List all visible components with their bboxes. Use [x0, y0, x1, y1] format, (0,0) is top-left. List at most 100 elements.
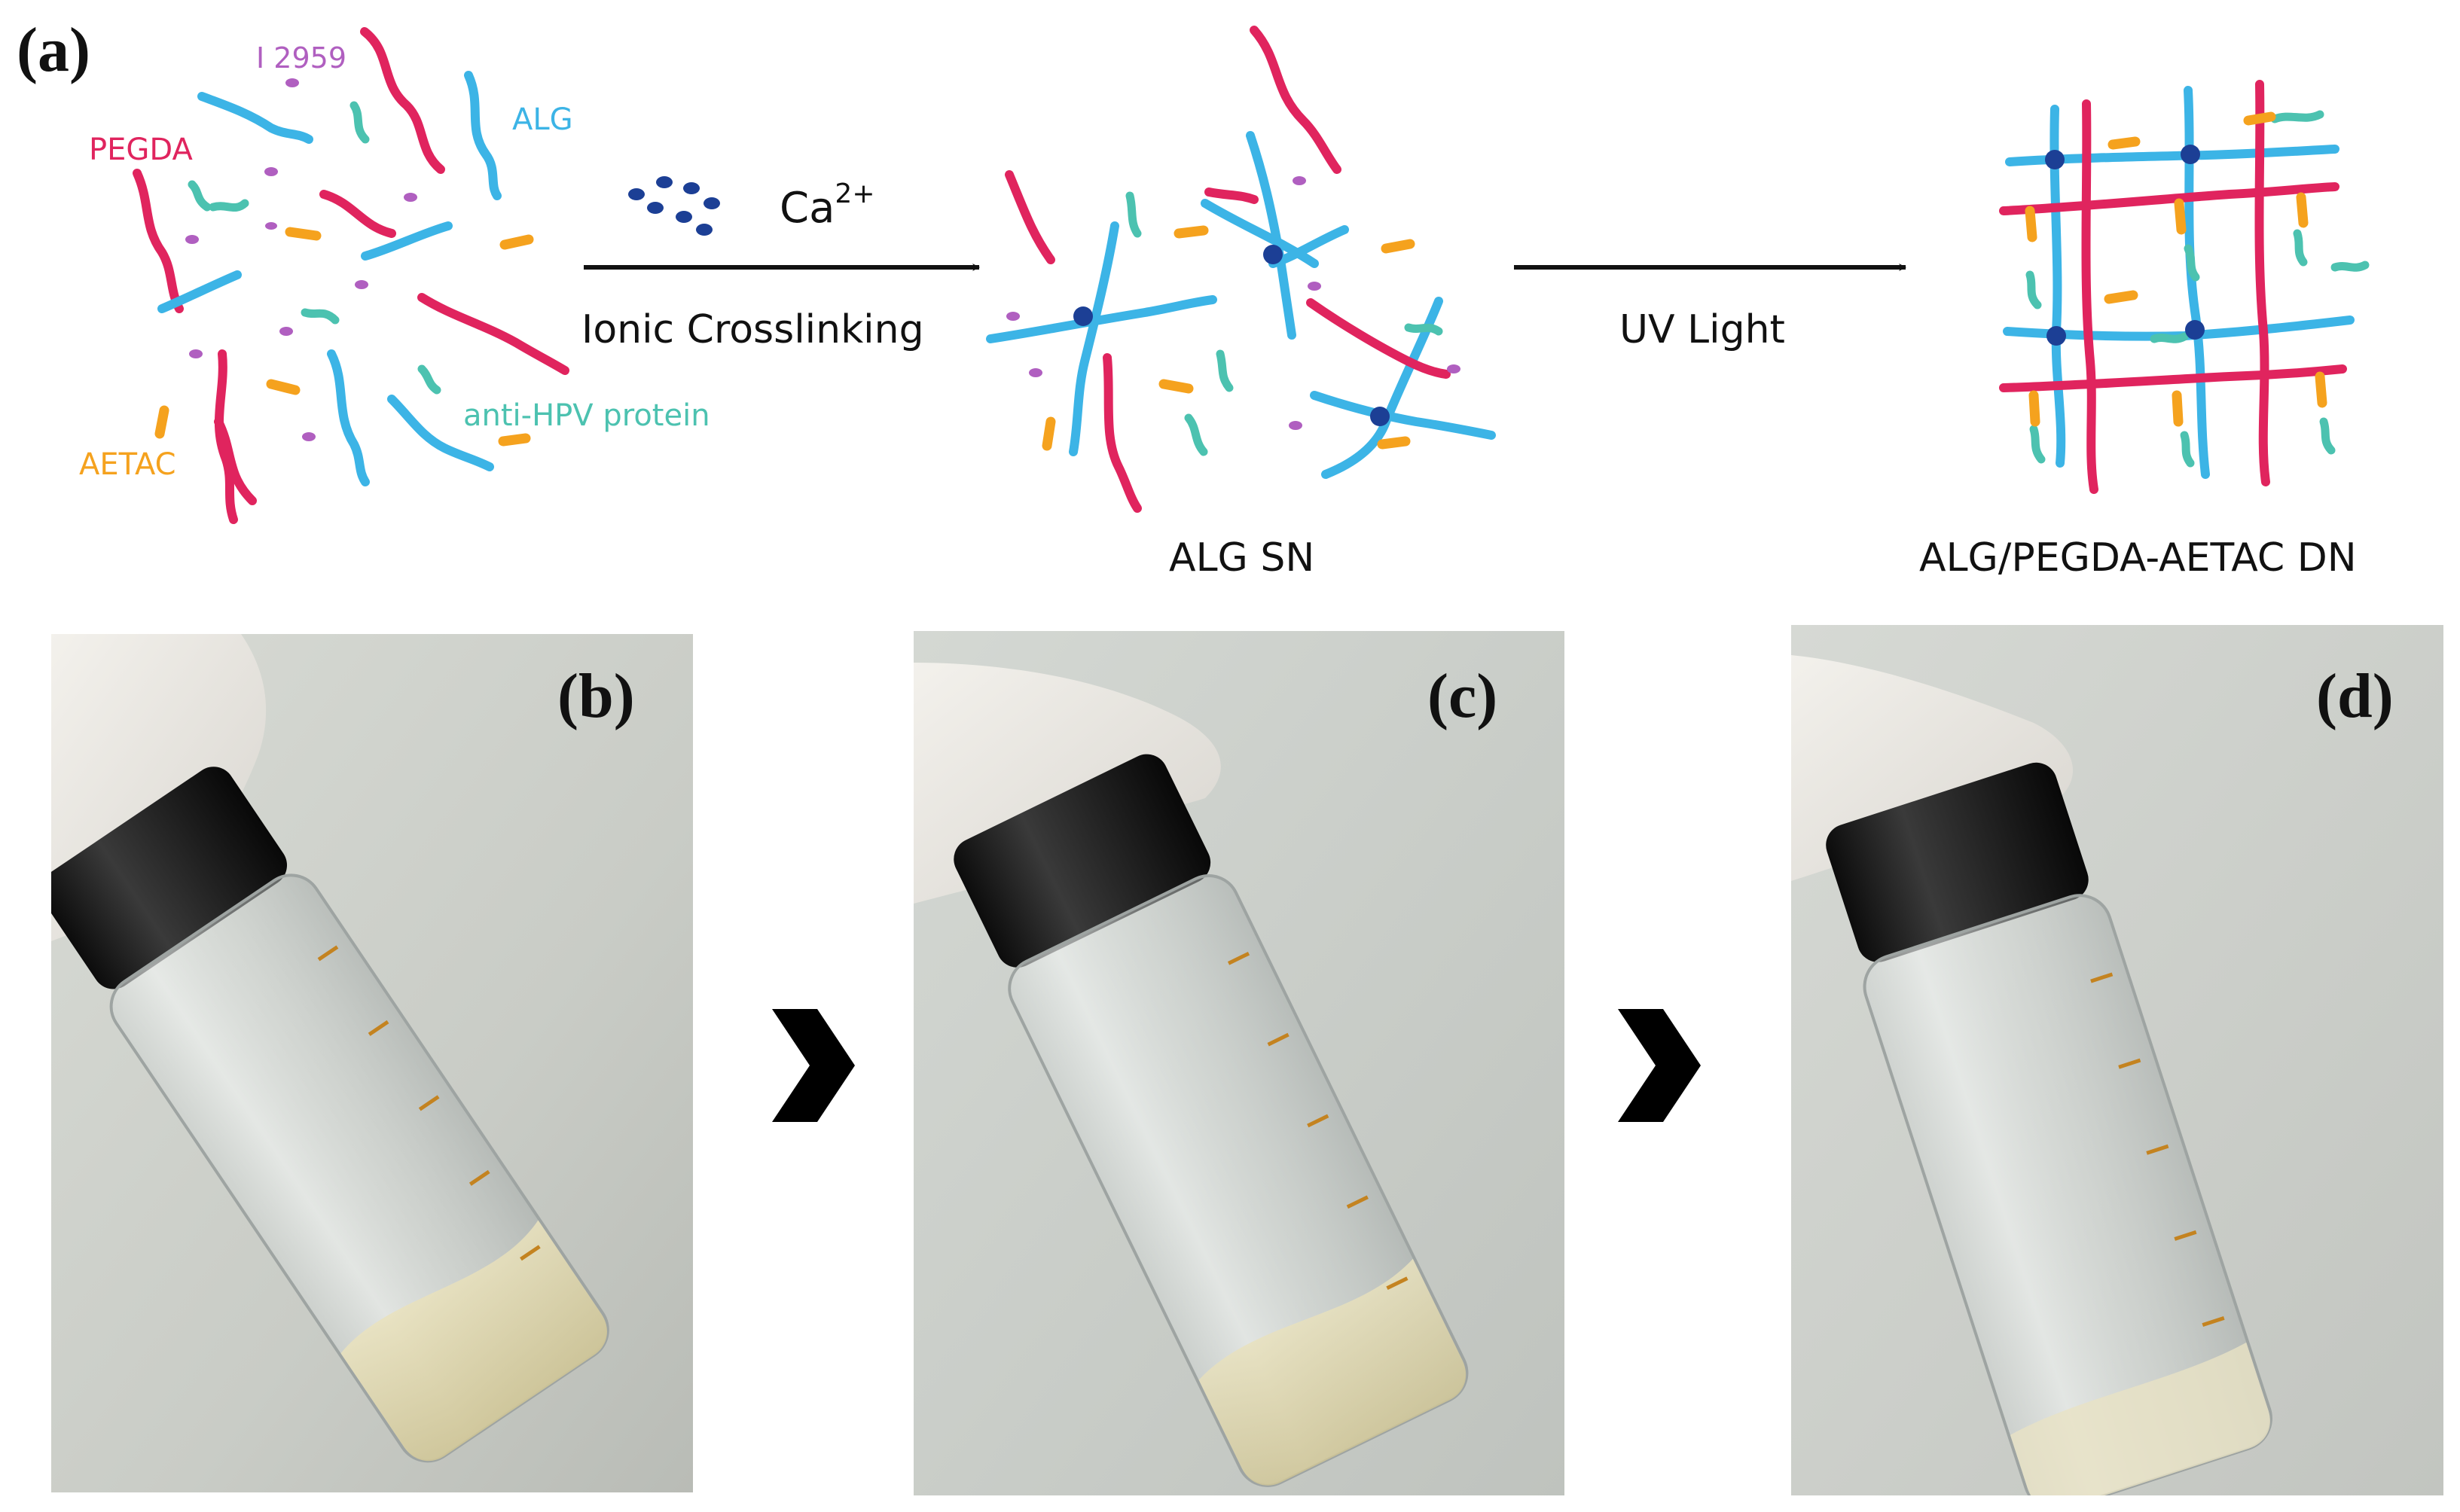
dn-aetac-molecule — [2107, 136, 2141, 150]
dn-crosslinks — [2045, 145, 2205, 346]
dn-protein-molecule — [2025, 270, 2042, 309]
sn-aetac-molecule — [1042, 416, 1056, 451]
protein-molecules — [188, 101, 441, 395]
legend-protein: anti-HPV protein — [463, 398, 710, 433]
sn-aetac-molecule — [1174, 225, 1209, 239]
vial-b-liquid — [340, 1220, 607, 1461]
dn-protein-molecule — [2184, 244, 2200, 282]
stage-label-sn: ALG SN — [1169, 535, 1314, 581]
alg-chain — [327, 349, 370, 486]
graduation-mark — [2146, 1144, 2169, 1155]
dn-crosslink-node — [2045, 150, 2065, 169]
dn-protein-molecule — [2029, 425, 2046, 464]
dn-aetac-molecule — [2025, 206, 2037, 242]
sn-protein-molecule — [1184, 413, 1208, 456]
vial-b-graduations — [317, 945, 541, 1261]
panel-label-a: (a) — [17, 15, 90, 85]
calcium-dot — [628, 188, 645, 200]
legend-aetac: AETAC — [79, 447, 176, 482]
initiator-dot — [285, 78, 299, 87]
sn-protein-molecule — [1216, 349, 1234, 392]
sn-pegda-chains — [1005, 26, 1451, 513]
initiator-dot — [302, 432, 316, 441]
graduation-mark — [1307, 1114, 1329, 1128]
dn-aetac-molecules — [2025, 111, 2327, 427]
legend-pegda: PEGDA — [89, 133, 193, 167]
sn-alg-chain — [1069, 221, 1119, 456]
legend-i2959: I 2959 — [256, 41, 346, 75]
initiator-dot — [189, 349, 203, 358]
initiator-dot — [355, 280, 368, 289]
vial-d-graduations — [2090, 972, 2225, 1328]
vial-c-graduations — [1227, 951, 1409, 1291]
sn-protein-molecule — [1125, 191, 1142, 238]
calcium-label: Ca2+ — [780, 178, 875, 233]
dn-pegda-chains — [1999, 80, 2347, 494]
stage-label-dn: ALG/PEGDA-AETAC DN — [1919, 535, 2357, 581]
sn-initiator-molecules — [1006, 176, 1460, 430]
graduation-mark — [1227, 951, 1250, 965]
dn-crosslink-node — [2185, 320, 2205, 340]
sn-initiator-dot — [1289, 421, 1302, 430]
sn-initiator-dot — [1006, 312, 1020, 321]
double-network — [1999, 80, 2370, 494]
pegda-chain — [133, 169, 184, 313]
sn-aetac-molecules — [1042, 225, 1415, 451]
dn-aetac-molecule — [2315, 371, 2327, 408]
initiator-dot — [279, 327, 293, 336]
aetac-molecule — [498, 433, 531, 447]
sn-pegda-chain — [1306, 298, 1451, 379]
pegda-chain — [360, 27, 445, 174]
calcium-ions — [628, 176, 720, 236]
protein-molecule — [417, 364, 441, 395]
chevron-right-icon — [772, 1009, 855, 1122]
initiator-molecules — [185, 78, 417, 441]
sn-initiator-dot — [1447, 364, 1460, 373]
dn-protein-molecule — [2150, 332, 2189, 343]
graduation-mark — [2202, 1315, 2225, 1328]
step1-label: Ionic Crosslinking — [581, 307, 924, 352]
alg-chain — [197, 92, 313, 144]
photo-panel-b: (b) — [51, 634, 693, 1492]
graduation-mark — [468, 1169, 490, 1186]
panel-label-c: (c) — [1427, 661, 1497, 731]
protein-molecule — [349, 101, 370, 144]
chevron-right-icon — [1618, 1009, 1701, 1122]
calcium-dot — [647, 202, 664, 214]
sn-crosslinks — [1073, 245, 1390, 426]
vial-b — [51, 767, 609, 1463]
sn-alg-chain — [1201, 199, 1319, 268]
sn-aetac-molecule — [1377, 436, 1411, 450]
dn-alg-chain — [2049, 105, 2066, 468]
step2-label: UV Light — [1619, 307, 1785, 352]
aetac-molecules — [154, 227, 534, 447]
dn-crosslink-node — [2046, 326, 2066, 346]
vial-b-cap — [51, 767, 288, 989]
alg-chains — [157, 71, 502, 486]
vial-c-liquid — [1198, 1258, 1467, 1486]
graduation-mark — [520, 1245, 541, 1261]
dn-pegda-chain — [1999, 182, 2339, 215]
aetac-molecule — [266, 379, 301, 395]
graduation-mark — [1267, 1032, 1290, 1047]
sn-protein-molecule — [1404, 323, 1443, 336]
sn-aetac-molecule — [1158, 379, 1194, 394]
sn-crosslink-node — [1263, 245, 1283, 264]
calcium-dot — [683, 182, 700, 194]
sn-initiator-dot — [1293, 176, 1306, 185]
calcium-dot — [704, 197, 720, 209]
dn-protein-molecule — [2270, 110, 2324, 123]
vial-d-gel — [2010, 1342, 2270, 1495]
dn-aetac-molecule — [2172, 390, 2184, 427]
alg-single-network — [986, 26, 1496, 513]
sn-crosslink-node — [1370, 407, 1390, 426]
initiator-dot — [264, 167, 278, 176]
precursor-mixture — [133, 27, 569, 524]
sn-pegda-chain — [1103, 353, 1142, 513]
alg-chain — [464, 71, 502, 200]
dn-aetac-molecule — [2296, 192, 2309, 228]
dn-pegda-chain — [1999, 364, 2347, 392]
vial-d — [1826, 762, 2272, 1495]
graduation-mark — [418, 1095, 440, 1111]
dn-pegda-chain — [2081, 99, 2098, 494]
